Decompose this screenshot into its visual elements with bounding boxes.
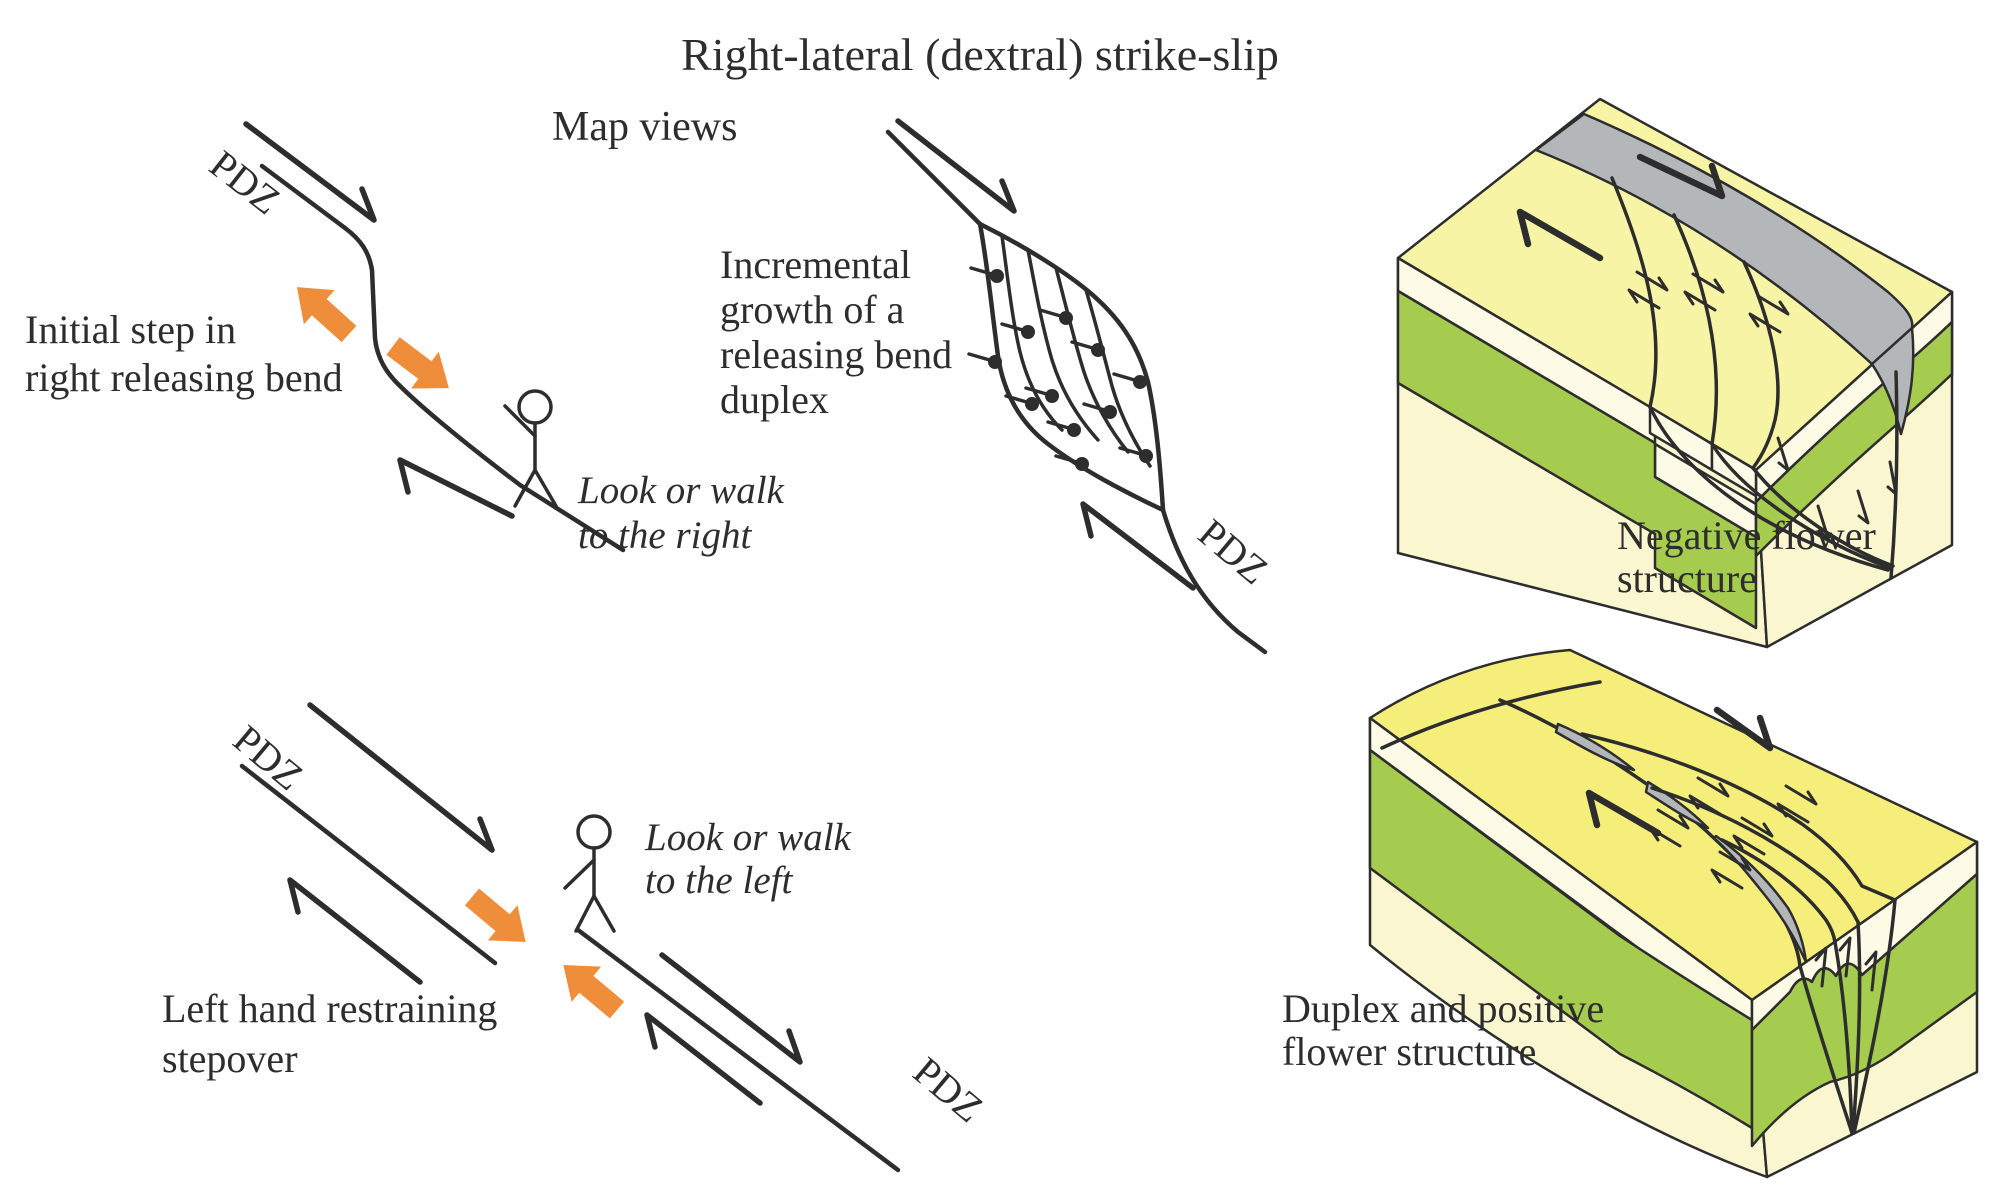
dextral-half-arrow-sw — [287, 877, 423, 985]
sag-gray-tongue — [1870, 326, 1915, 436]
flower-fault-section — [1648, 405, 1890, 572]
duplex-caption-line4: duplex — [720, 377, 829, 422]
pdz-label-lower: PDZ — [905, 1048, 992, 1131]
pdz-label: PDZ — [1190, 510, 1277, 593]
extension-arrow-nw — [281, 270, 365, 352]
pdz-label: PDZ — [202, 141, 289, 223]
dextral-half-arrow-ne — [243, 121, 377, 223]
shear-half-arrow-se — [1636, 153, 1726, 200]
duplex-boundary-right — [977, 221, 1166, 513]
flower-fault-trace — [1672, 213, 1719, 446]
normal-slip-arrows — [1776, 436, 1898, 540]
flower-fault-section — [1851, 920, 1862, 1135]
releasing-bend-duplex-lens — [967, 221, 1166, 513]
releasing-bend-caption-line1: Initial step in — [25, 307, 236, 352]
stick-figure-arm — [563, 858, 596, 890]
duplex-boundary-left — [977, 221, 1166, 513]
fault-segment-upper — [239, 763, 498, 966]
observer-note-line2: to the left — [645, 859, 793, 902]
observer-note-line1: Look or walk — [644, 816, 852, 859]
stick-figure-legs — [513, 468, 558, 508]
releasing-duplex-map-view: Incremental growth of a releasing bend d… — [720, 118, 1277, 655]
positive-flower-block-diagram: Duplex and positive flower structure — [1282, 648, 1979, 1179]
figure-title: Right-lateral (dextral) strike-slip — [681, 29, 1279, 80]
negative-flower-caption-line2: structure — [1617, 556, 1757, 601]
flower-fault-section — [1852, 898, 1897, 1135]
block-top-face — [1368, 648, 1979, 1002]
negative-flower-caption-line1: Negative flower — [1617, 513, 1876, 558]
pdz-fault-lower — [1160, 507, 1268, 655]
flower-fault-section — [1798, 964, 1854, 1135]
stick-figure-head — [576, 814, 612, 850]
downthrow-ball-ticks — [967, 266, 1153, 471]
observer-note-line2: to the right — [578, 514, 752, 557]
flower-fault-trace — [1742, 260, 1780, 470]
duplex-splay-fault — [1720, 838, 1837, 944]
positive-flower-caption-line2: flower structure — [1282, 1029, 1536, 1074]
positive-flower-caption-line1: Duplex and positive — [1282, 986, 1604, 1031]
map-views-label: Map views — [552, 104, 737, 150]
restraining-caption-line2: stepover — [162, 1036, 298, 1081]
observer-note-line1: Look or walk — [577, 469, 785, 512]
duplex-caption-line3: releasing bend — [720, 332, 952, 377]
observer-stick-figure-left — [563, 814, 616, 933]
restraining-caption-line1: Left hand restraining — [162, 986, 497, 1031]
releasing-bend-caption-line2: right releasing bend — [25, 355, 343, 400]
duplex-splay-fault — [1650, 786, 1860, 924]
dextral-half-arrow-sw — [397, 457, 515, 519]
dextral-half-arrow-sw — [644, 1012, 763, 1106]
negative-flower-block-diagram: Negative flower structure — [1396, 97, 1954, 649]
contraction-arrow-se — [457, 879, 541, 960]
shear-half-arrow-se — [1713, 706, 1774, 752]
sag-gray-band — [1534, 112, 1914, 366]
duplex-strand — [1084, 288, 1152, 468]
dextral-half-arrow-ne — [659, 952, 803, 1065]
pdz-fault-upper — [885, 129, 983, 227]
shear-half-arrow-nw — [1516, 208, 1604, 262]
stick-figure-arm — [503, 404, 537, 438]
flower-fault-section — [1889, 370, 1899, 580]
flower-fault-section — [1710, 442, 1892, 570]
releasing-bend-map-view: PDZ Initial step in right releasing bend… — [25, 121, 785, 557]
reverse-slip-arrows — [1814, 936, 1878, 992]
dextral-half-arrow-sw — [1080, 501, 1196, 591]
duplex-strand — [1054, 266, 1130, 454]
observer-stick-figure-right — [503, 389, 558, 508]
fault-sliver-group — [1554, 722, 1808, 964]
strike-slip-couple-marks — [1627, 270, 1790, 334]
flower-fault-section — [1751, 466, 1895, 568]
restraining-stepover-map-view: PDZ PDZ Look or walk to the left Left ha… — [162, 702, 992, 1173]
shear-half-arrow-nw — [1585, 789, 1662, 837]
fault-trace-releasing-bend — [259, 163, 626, 553]
flower-fault-section — [1833, 940, 1854, 1135]
gray-fault-sliver — [1712, 834, 1808, 964]
fault-segment-lower — [575, 927, 901, 1173]
dextral-half-arrow-ne — [307, 702, 495, 853]
uplift-ridge-line — [1380, 680, 1602, 750]
duplex-caption-line2: growth of a — [720, 287, 905, 332]
green-marker-layer — [1396, 289, 1758, 630]
stick-figure-legs — [574, 894, 616, 933]
dextral-half-arrow-ne — [895, 118, 1017, 214]
flower-fault-trace — [1610, 176, 1658, 409]
gray-fault-sliver — [1554, 722, 1636, 772]
sag-pond-band-group — [1534, 112, 1915, 436]
duplex-caption-line1: Incremental — [720, 242, 911, 287]
extension-arrow-se — [379, 327, 463, 407]
duplex-strand — [1026, 248, 1100, 442]
stick-figure-head — [517, 389, 553, 425]
duplex-strand — [1000, 234, 1064, 432]
